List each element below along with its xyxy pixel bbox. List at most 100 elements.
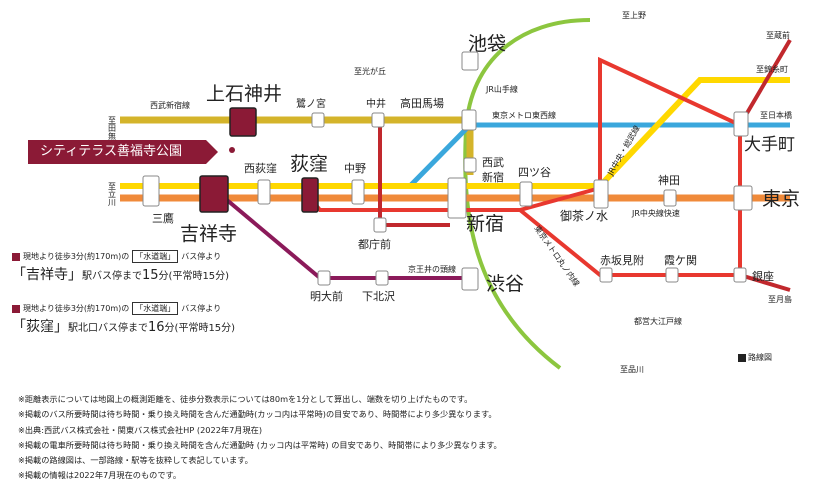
chuo-sobu-line bbox=[120, 77, 790, 189]
station-ikebukuro bbox=[461, 51, 479, 71]
station-takadanobaba bbox=[461, 109, 477, 131]
station-kichijoji bbox=[199, 175, 229, 213]
station-shimokitazawa bbox=[375, 270, 389, 286]
station-name: 「吉祥寺」 bbox=[12, 267, 82, 283]
label-ginza: 銀座 bbox=[752, 269, 774, 283]
bus-stop-name: 「水道端」 bbox=[132, 302, 179, 315]
station-yotsuya bbox=[519, 181, 533, 207]
legend-label: 路線図 bbox=[748, 353, 772, 362]
route-note-prefix: 現地より徒歩3分(約170m)の bbox=[23, 304, 130, 313]
station-nishiogikubo bbox=[257, 179, 271, 205]
note-line: ※掲載の路線図は、一部路線・駅等を抜粋して表記しています。 bbox=[18, 455, 253, 466]
label-ogikubo: 荻窪 bbox=[290, 153, 328, 175]
label-kamishakujii: 上石神井 bbox=[206, 83, 282, 105]
label-kanda: 神田 bbox=[658, 173, 680, 187]
line-label-chuo-rapid: JR中央線快速 bbox=[631, 208, 680, 218]
dir-kinshicho: 至錦糸町 bbox=[756, 64, 788, 74]
line-label-oedo: 都営大江戸線 bbox=[634, 316, 682, 326]
label-meidaimae: 明大前 bbox=[310, 289, 343, 303]
access-ogikubo: 現地より徒歩3分(約170m)の「水道端」バス停より 「荻窪」駅北口バス停まで1… bbox=[12, 302, 242, 336]
dir-kuramae: 至蔵前 bbox=[766, 30, 790, 40]
label-takadanobaba: 高田馬場 bbox=[400, 96, 444, 110]
station-seibushinjuku bbox=[463, 157, 477, 173]
station-mitaka bbox=[142, 175, 160, 207]
minutes: 15 bbox=[142, 268, 159, 283]
label-otemachi: 大手町 bbox=[744, 135, 795, 155]
station-tokyo bbox=[733, 185, 753, 211]
station-name: 「荻窪」 bbox=[12, 319, 68, 335]
note-line: ※掲載のバス所要時間は待ち時間・乗り換え時間を含んだ通勤時(カッコ内は平常時)の… bbox=[18, 409, 497, 420]
property-name-label: シティテラス善福寺公園 bbox=[28, 140, 218, 164]
line-label-seibu-shinjuku: 西武新宿線 bbox=[150, 100, 190, 110]
dir-shinagawa: 至品川 bbox=[620, 365, 644, 374]
label-nakai: 中井 bbox=[366, 97, 386, 110]
station-ogikubo bbox=[301, 177, 319, 213]
minutes-unit: 分 bbox=[164, 323, 175, 334]
label-ikebukuro: 池袋 bbox=[468, 33, 506, 55]
station-suffix: 駅 bbox=[68, 323, 78, 334]
station-shibuya bbox=[461, 267, 479, 291]
station-tochomae bbox=[373, 217, 387, 233]
station-saginomiya bbox=[311, 112, 325, 128]
note-line: ※掲載の電車所要時間は待ち時間・乗り換え時間を含んだ通勤時 (カッコ内は平常時)… bbox=[18, 439, 502, 450]
normal-time: (平常時15分) bbox=[174, 323, 236, 334]
label-tochomae: 都庁前 bbox=[358, 237, 391, 251]
station-kamishakujii bbox=[229, 107, 257, 137]
property-marker bbox=[229, 147, 235, 153]
route-note-suffix: バス停より bbox=[181, 252, 222, 261]
station-nakano bbox=[351, 179, 365, 205]
label-seibushinjuku-1: 西武 bbox=[482, 156, 504, 169]
label-shibuya: 渋谷 bbox=[486, 273, 524, 295]
note-line: ※出典:西武バス株式会社・関東バス株式会社HP (2022年7月現在) bbox=[18, 424, 263, 435]
station-kasumigaseki bbox=[665, 267, 679, 283]
bus-stop-name: 「水道端」 bbox=[132, 250, 179, 263]
label-yotsuya: 四ツ谷 bbox=[518, 166, 551, 179]
note-line: ※掲載の情報は2022年7月現在のものです。 bbox=[18, 470, 182, 481]
dir-ueno: 至上野 bbox=[622, 11, 646, 20]
station-akasakamitsuke bbox=[599, 267, 613, 283]
station-shinjuku bbox=[447, 177, 467, 219]
tozai-line bbox=[360, 122, 790, 189]
label-tokyo: 東京 bbox=[762, 188, 800, 210]
label-ochanomizu: 御茶ノ水 bbox=[560, 208, 608, 223]
line-label-tozai: 東京メトロ東西線 bbox=[492, 110, 556, 120]
bus-text: バス停まで bbox=[92, 271, 142, 282]
station-ochanomizu bbox=[593, 179, 609, 209]
bullet-icon bbox=[12, 252, 20, 261]
route-note-suffix: バス停より bbox=[181, 304, 222, 313]
label-kasumigaseki: 霞ケ関 bbox=[664, 254, 697, 267]
legend-square-icon bbox=[738, 353, 746, 362]
label-shimokitazawa: 下北沢 bbox=[362, 289, 395, 303]
station-kanda bbox=[663, 189, 677, 207]
note-line: ※距離表示については地図上の概測距離を、徒歩分数表示については80mを1分として… bbox=[18, 394, 473, 404]
legend: 路線図 bbox=[738, 352, 772, 363]
label-nishiogikubo: 西荻窪 bbox=[244, 161, 277, 175]
label-mitaka: 三鷹 bbox=[152, 211, 174, 225]
label-akasakamitsuke: 赤坂見附 bbox=[600, 253, 644, 267]
label-shinjuku: 新宿 bbox=[466, 213, 504, 235]
bullet-icon bbox=[12, 304, 20, 313]
bus-text: 北口バス停まで bbox=[78, 323, 148, 334]
minutes-unit: 分 bbox=[158, 271, 169, 282]
access-kichijoji: 現地より徒歩3分(約170m)の「水道端」バス停より 「吉祥寺」駅バス停まで15… bbox=[12, 250, 242, 284]
label-seibushinjuku-2: 新宿 bbox=[482, 170, 504, 184]
station-otemachi bbox=[733, 111, 749, 137]
route-note-prefix: 現地より徒歩3分(約170m)の bbox=[23, 252, 130, 261]
normal-time: (平常時15分) bbox=[168, 271, 230, 282]
station-nakai bbox=[371, 112, 385, 128]
dir-tsukishima: 至月島 bbox=[768, 294, 792, 304]
dir-nihonbashi: 至日本橋 bbox=[760, 110, 792, 120]
label-saginomiya: 鷺ノ宮 bbox=[296, 97, 326, 110]
line-label-yamanote: JR山手線 bbox=[485, 84, 518, 94]
notes: ※距離表示については地図上の概測距離を、徒歩分数表示については80mを1分として… bbox=[18, 392, 502, 484]
station-ginza bbox=[733, 267, 747, 283]
line-label-inokashira: 京王井の頭線 bbox=[408, 264, 456, 274]
dir-hikarigaoka: 至光が丘 bbox=[354, 66, 386, 76]
label-nakano: 中野 bbox=[344, 162, 366, 175]
station-suffix: 駅 bbox=[82, 271, 92, 282]
minutes: 16 bbox=[148, 320, 165, 335]
dir-tachikawa: 至立川 bbox=[108, 182, 117, 206]
label-kichijoji: 吉祥寺 bbox=[180, 223, 237, 245]
dir-tanashi: 至田無 bbox=[108, 116, 117, 141]
